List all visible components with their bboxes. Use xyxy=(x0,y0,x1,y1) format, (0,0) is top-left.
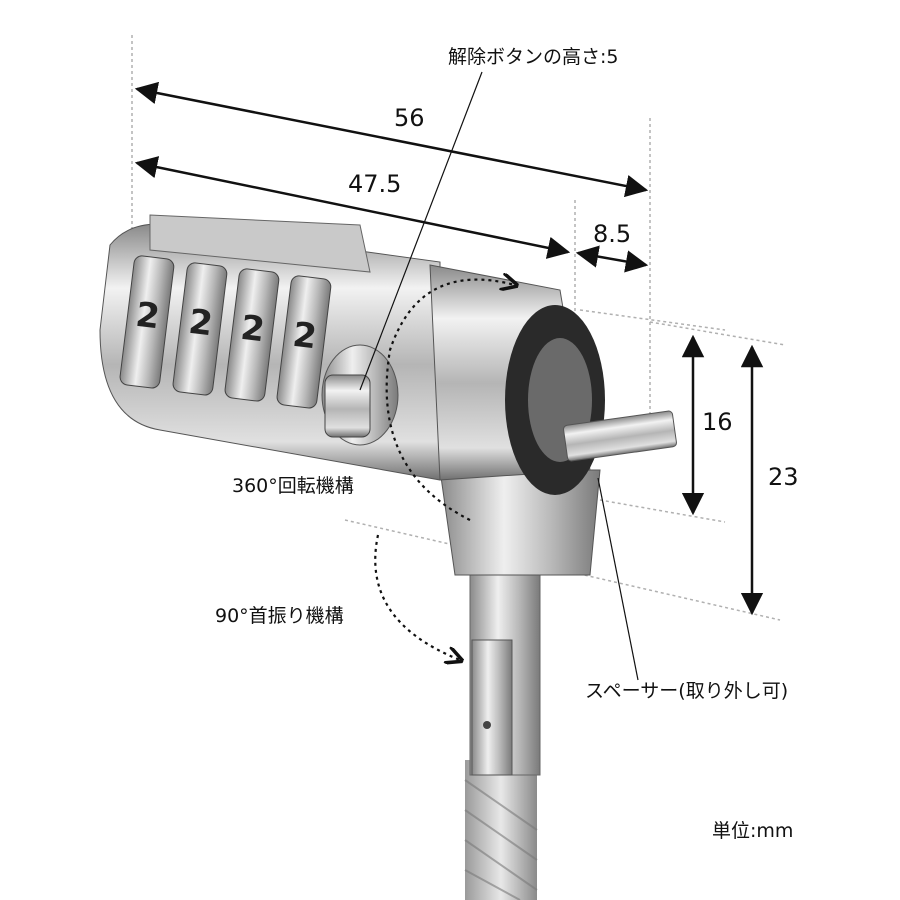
dimension-47-5: 47.5 xyxy=(348,170,402,198)
dial-digit: 2 xyxy=(186,302,214,345)
dimension-arrows xyxy=(134,81,764,616)
swivel-neck xyxy=(469,574,541,776)
dimension-16: 16 xyxy=(702,408,733,436)
dial-digit: 2 xyxy=(290,315,318,358)
leader-lines xyxy=(359,71,639,681)
lock-head xyxy=(429,264,677,495)
dimension-56: 56 xyxy=(394,104,425,132)
motion-arrows xyxy=(374,280,515,660)
combination-dials: 2 2 2 2 xyxy=(119,255,332,409)
swivel-arrow xyxy=(374,534,460,660)
rotation-arrow xyxy=(385,280,515,521)
spacer-label: スペーサー(取り外し可) xyxy=(585,680,789,702)
swivel-label: 90°首振り機構 xyxy=(215,605,344,627)
unit-label: 単位:mm xyxy=(712,820,794,842)
rotation-label: 360°回転機構 xyxy=(232,475,354,497)
dimension-8-5: 8.5 xyxy=(593,220,632,248)
dial-digit: 2 xyxy=(133,295,161,338)
release-button-height-label: 解除ボタンの高さ:5 xyxy=(448,46,619,68)
steel-cable xyxy=(464,760,538,900)
release-button xyxy=(321,344,399,446)
dial-digit: 2 xyxy=(238,308,266,351)
dimension-23: 23 xyxy=(768,463,799,491)
lock-pin xyxy=(563,410,677,462)
